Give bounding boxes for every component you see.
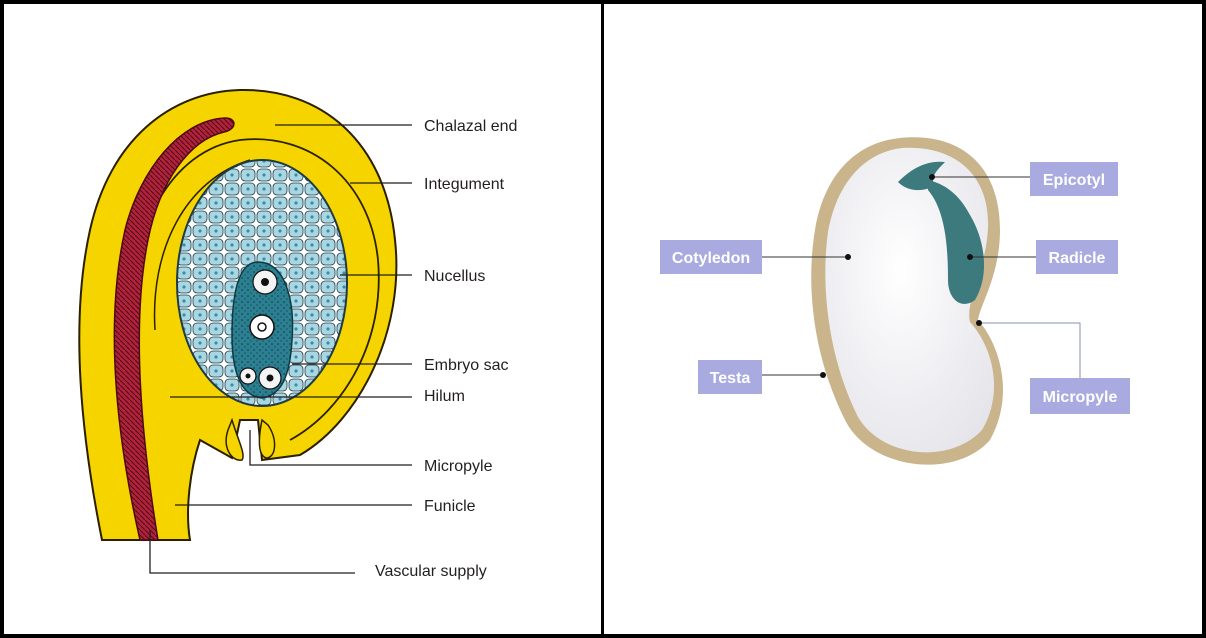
leader-micropyle-seed [979, 322, 1081, 378]
label-integument: Integument [424, 176, 505, 193]
micropyle-lip-right [258, 418, 276, 459]
label-cotyledon: Cotyledon [672, 250, 750, 267]
label-chalazal-end: Chalazal end [424, 118, 517, 135]
label-radicle: Radicle [1049, 250, 1106, 267]
radicle [928, 180, 985, 304]
leader-micropyle [249, 430, 412, 466]
micropyle-lip-left [225, 417, 244, 461]
cotyledon-label-box [660, 240, 762, 274]
label-micropyle-seed: Micropyle [1043, 389, 1118, 406]
label-embryo-sac: Embryo sac [424, 357, 508, 374]
label-nucellus: Nucellus [424, 268, 485, 285]
radicle-label-box [1036, 240, 1118, 274]
epicotyl-label-box [1030, 162, 1118, 196]
epicotyl [898, 161, 945, 191]
panel-divider [601, 0, 604, 638]
testa-label-box [698, 360, 762, 394]
secondary-nucleus [249, 314, 275, 340]
label-vascular-supply: Vascular supply [375, 563, 487, 580]
label-hilum: Hilum [424, 388, 465, 405]
seed-diagram: Epicotyl Cotyledon Radicle Testa Micropy… [660, 137, 1130, 465]
vascular-strand [113, 117, 235, 541]
label-testa: Testa [710, 370, 751, 387]
label-epicotyl: Epicotyl [1043, 172, 1105, 189]
ovule-diagram: Chalazal end Integument Nucellus Embryo … [78, 88, 517, 580]
label-micropyle: Micropyle [424, 458, 493, 475]
label-funicle: Funicle [424, 498, 476, 515]
micropyle-label-box [1030, 378, 1130, 414]
leader-vascular-supply [149, 530, 355, 574]
